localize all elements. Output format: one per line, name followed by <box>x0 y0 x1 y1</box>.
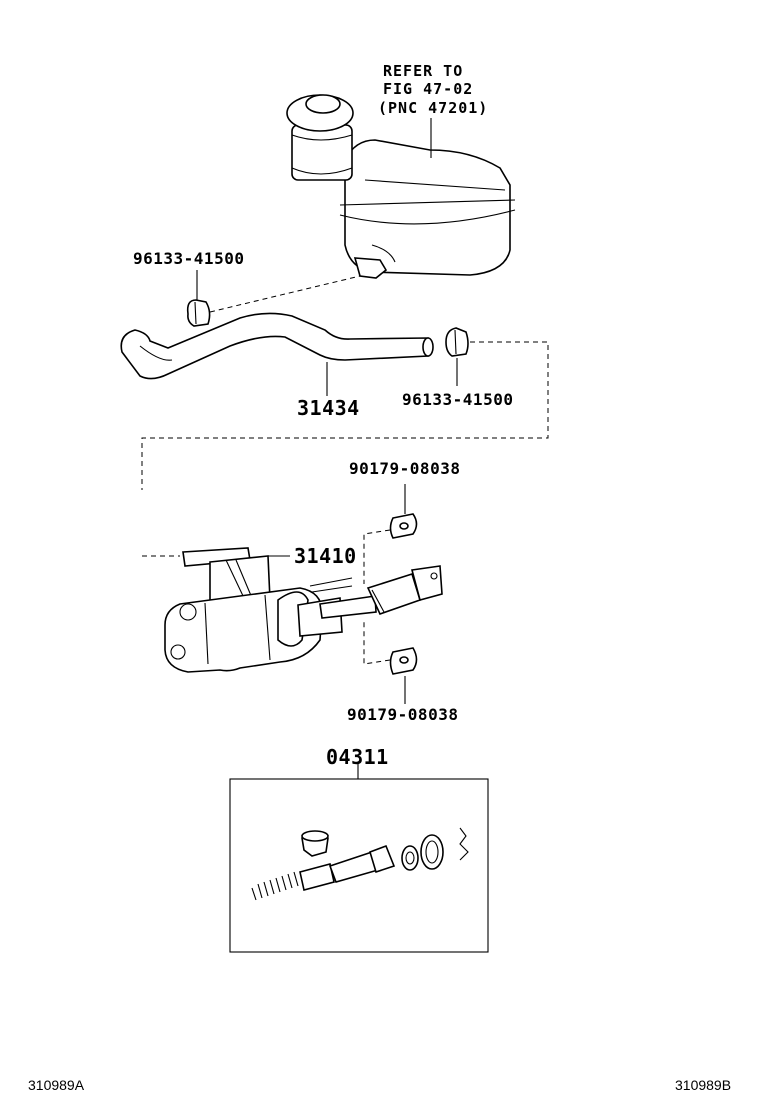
grommet-upper <box>389 513 418 539</box>
refer-note-line2: FIG 47-02 <box>383 80 474 98</box>
label-clip-upper: 96133-41500 <box>133 249 245 268</box>
refer-note-line1: REFER TO <box>383 62 464 80</box>
master-cylinder <box>164 547 443 673</box>
refer-note-line3: (PNC 47201) <box>378 99 489 117</box>
label-grommet-upper: 90179-08038 <box>349 459 461 478</box>
label-grommet-lower: 90179-08038 <box>347 705 459 724</box>
repair-kit-parts <box>251 827 469 901</box>
grommet-lower <box>389 647 418 675</box>
diagram-code-left: 310989A <box>28 1077 85 1093</box>
clip-upper <box>186 299 211 327</box>
diagram-code-right: 310989B <box>675 1077 732 1093</box>
clip-lower <box>445 327 469 357</box>
repair-kit-frame <box>229 778 489 953</box>
routing-dash-lines <box>141 341 549 665</box>
label-repair-kit: 04311 <box>326 745 389 769</box>
label-hose: 31434 <box>297 396 360 420</box>
hose-31434 <box>120 312 434 380</box>
label-master-cylinder: 31410 <box>294 544 357 568</box>
label-clip-lower: 96133-41500 <box>402 390 514 409</box>
reservoir-tank <box>286 94 516 279</box>
